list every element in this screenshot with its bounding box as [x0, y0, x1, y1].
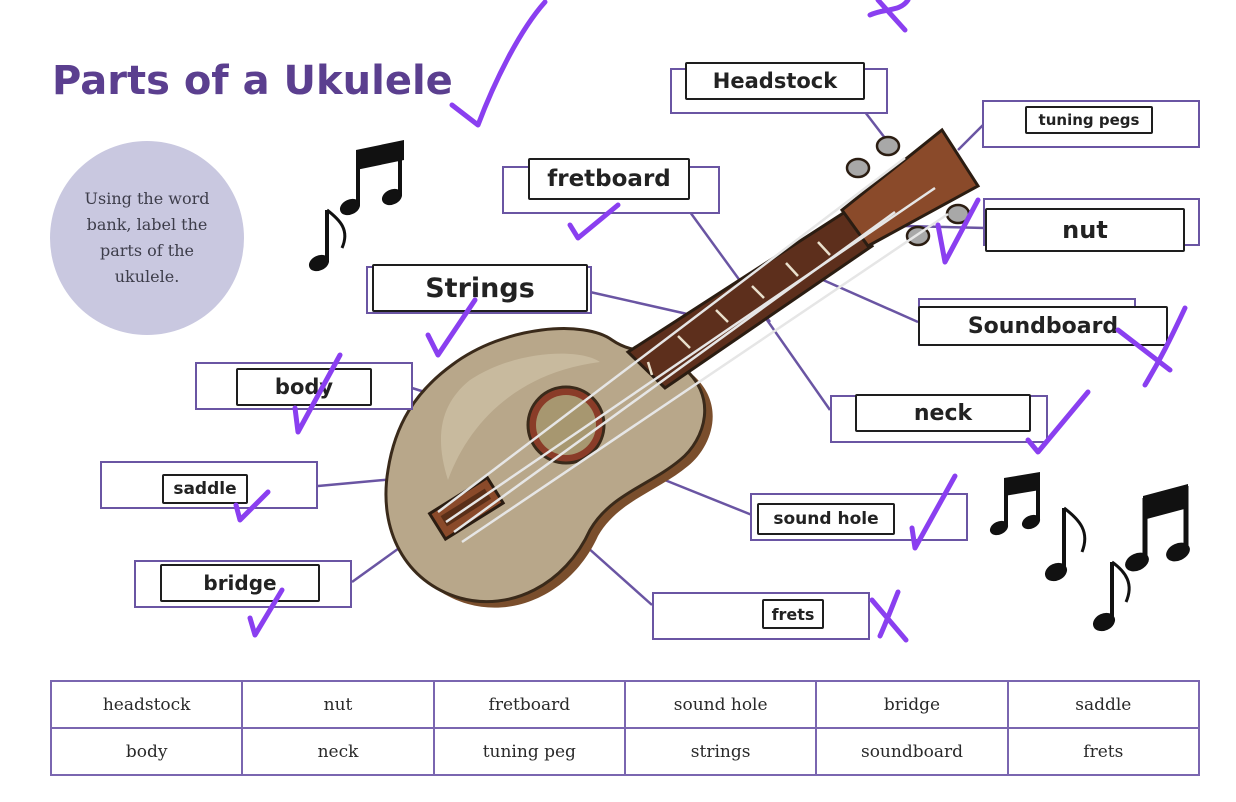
- word-bank-cell: sound hole: [623, 680, 818, 729]
- word-bank-row: body neck tuning peg strings soundboard …: [49, 727, 1201, 776]
- word-bank-table: headstock nut fretboard sound hole bridg…: [49, 680, 1201, 776]
- page-title: Parts of a Ukulele: [52, 58, 453, 104]
- body-label: body: [236, 368, 372, 406]
- frets-box: [652, 592, 870, 640]
- word-bank-cell: bridge: [815, 680, 1009, 729]
- word-bank-cell: saddle: [1006, 680, 1201, 729]
- instruction-text: Using the word bank, label the parts of …: [84, 189, 210, 286]
- bridge-label: bridge: [160, 564, 320, 602]
- saddle-label: saddle: [162, 474, 248, 504]
- instruction-bubble: Using the word bank, label the parts of …: [50, 141, 244, 335]
- word-bank-cell: neck: [241, 727, 435, 776]
- word-bank-cell: headstock: [49, 680, 244, 729]
- word-bank-cell: soundboard: [815, 727, 1009, 776]
- word-bank-cell: frets: [1006, 727, 1201, 776]
- frets-label: frets: [762, 599, 824, 629]
- word-bank-row: headstock nut fretboard sound hole bridg…: [49, 680, 1201, 729]
- headstock-label: Headstock: [685, 62, 865, 100]
- music-note-icons: [308, 140, 1190, 632]
- fretboard-label: fretboard: [528, 158, 690, 200]
- strings-label: Strings: [372, 264, 588, 312]
- nut-label: nut: [985, 208, 1185, 252]
- word-bank-cell: strings: [623, 727, 818, 776]
- word-bank-cell: fretboard: [432, 680, 626, 729]
- neck-label: neck: [855, 394, 1031, 432]
- strings: [437, 157, 949, 544]
- sound-hole-label: sound hole: [757, 503, 895, 535]
- word-bank-cell: tuning peg: [432, 727, 626, 776]
- tuning-pegs-label: tuning pegs: [1025, 106, 1153, 134]
- word-bank-cell: body: [49, 727, 244, 776]
- word-bank-cell: nut: [241, 680, 435, 729]
- soundboard-label: Soundboard: [918, 306, 1168, 346]
